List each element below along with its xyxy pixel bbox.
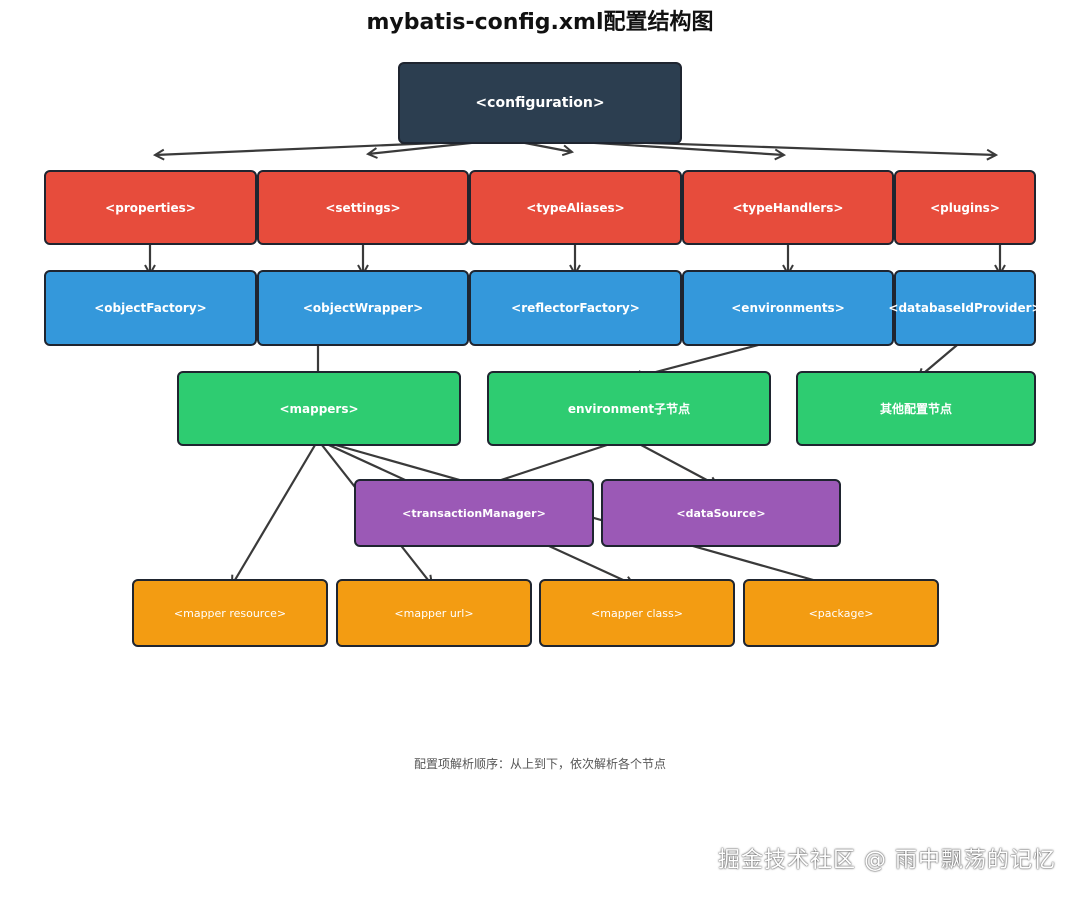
- node-configuration: <configuration>: [398, 62, 682, 144]
- node-transactionmanager: <transactionManager>: [354, 479, 594, 547]
- arrow-root-typehandlers: [579, 140, 784, 155]
- arrow-root-plugins: [619, 140, 996, 155]
- node-datasource: <dataSource>: [601, 479, 841, 547]
- node-environments: <environments>: [682, 270, 894, 346]
- node-typehandlers: <typeHandlers>: [682, 170, 894, 245]
- node-package: <package>: [743, 579, 939, 647]
- node-properties: <properties>: [44, 170, 257, 245]
- node-objectwrapper: <objectWrapper>: [257, 270, 469, 346]
- node-other-config: 其他配置节点: [796, 371, 1036, 446]
- watermark: 掘金技术社区 @ 雨中飘荡的记忆: [718, 848, 1056, 873]
- node-settings: <settings>: [257, 170, 469, 245]
- node-mapper-url: <mapper url>: [336, 579, 532, 647]
- node-plugins: <plugins>: [894, 170, 1036, 245]
- node-mappers: <mappers>: [177, 371, 461, 446]
- node-mapper-resource: <mapper resource>: [132, 579, 328, 647]
- node-objectfactory: <objectFactory>: [44, 270, 257, 346]
- node-reflectorfactory: <reflectorFactory>: [469, 270, 682, 346]
- node-environment-child: environment子节点: [487, 371, 771, 446]
- node-mapper-class: <mapper class>: [539, 579, 735, 647]
- node-typealiases: <typeAliases>: [469, 170, 682, 245]
- arrow-root-settings: [368, 140, 481, 154]
- parse-order-note: 配置项解析顺序：从上到下，依次解析各个节点: [413, 757, 666, 771]
- arrow-mappers-resource: [232, 439, 319, 585]
- arrow-root-properties: [155, 140, 461, 155]
- arrow-environment-datasource: [627, 437, 718, 486]
- diagram-title: mybatis-config.xml配置结构图: [366, 10, 714, 35]
- node-databaseidprovider: <databaseIdProvider>: [888, 270, 1042, 346]
